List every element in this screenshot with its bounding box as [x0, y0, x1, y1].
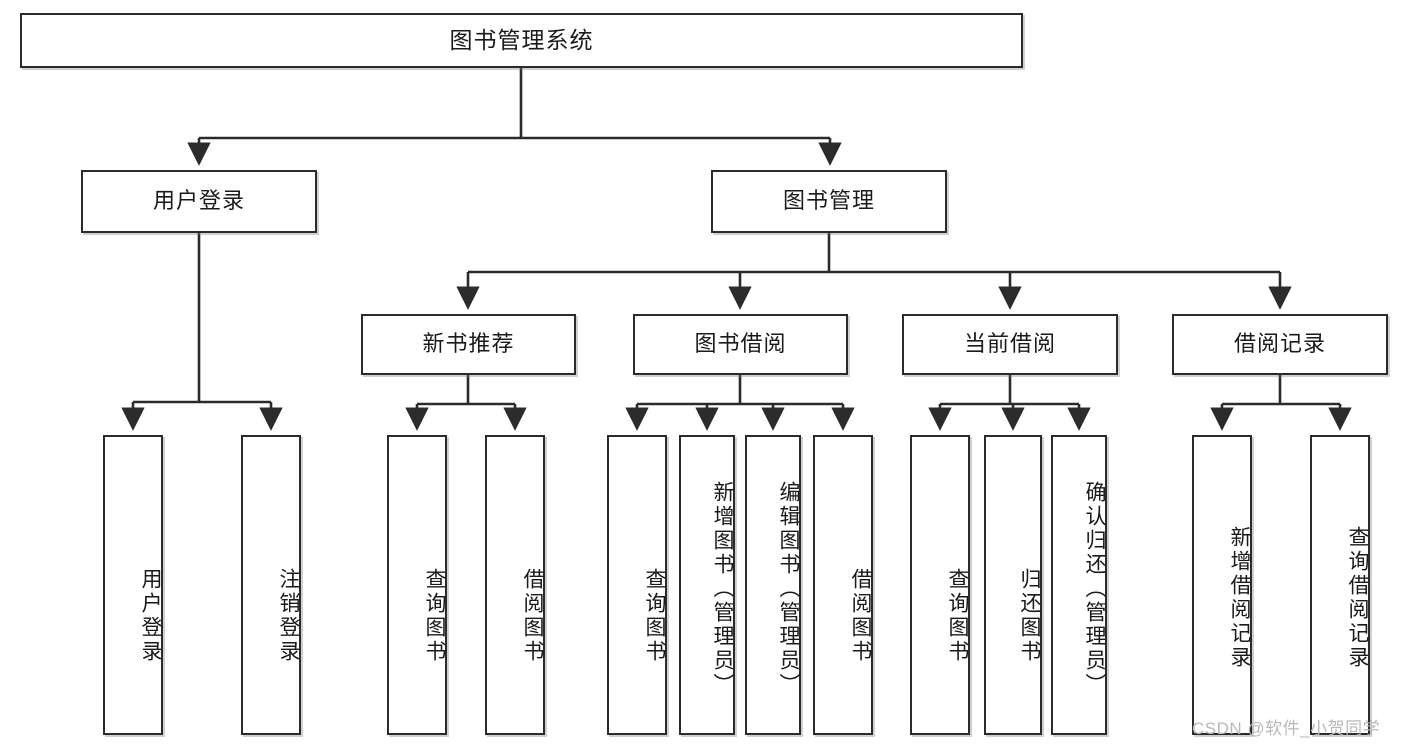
- node-leaf-edit-book[interactable]: 编辑图书（管理员）: [745, 435, 801, 735]
- node-label: 用户登录: [152, 188, 245, 214]
- node-book-borrow[interactable]: 图书借阅: [633, 314, 848, 375]
- node-root[interactable]: 图书管理系统: [20, 13, 1023, 68]
- node-leaf-borrow-book[interactable]: 借阅图书: [813, 435, 873, 735]
- node-leaf-add-record[interactable]: 新增借阅记录: [1192, 435, 1252, 735]
- node-label: 借阅图书: [849, 568, 872, 664]
- csdn-watermark: CSDN @软件_小贺同学: [1192, 719, 1381, 738]
- node-label: 新书推荐: [422, 331, 515, 357]
- node-label: 归还图书: [1018, 568, 1041, 664]
- node-current-borrow[interactable]: 当前借阅: [902, 314, 1118, 375]
- node-label: 新增借阅记录: [1228, 525, 1251, 670]
- node-new-book-rec[interactable]: 新书推荐: [361, 314, 576, 375]
- node-user-login[interactable]: 用户登录: [81, 170, 317, 233]
- node-label: 图书借阅: [694, 331, 787, 357]
- node-leaf-query-book-rec[interactable]: 查询图书: [387, 435, 447, 735]
- node-label: 查询图书: [643, 568, 666, 664]
- node-leaf-user-login[interactable]: 用户登录: [103, 435, 163, 735]
- node-label: 查询图书: [946, 568, 969, 664]
- node-label: 当前借阅: [963, 331, 1056, 357]
- node-label: 注销登录: [277, 568, 300, 664]
- node-label: 查询借阅记录: [1346, 525, 1369, 670]
- node-label: 新增图书（管理员）: [711, 481, 734, 697]
- node-leaf-return-book[interactable]: 归还图书: [984, 435, 1042, 735]
- node-book-manage[interactable]: 图书管理: [711, 170, 947, 233]
- node-label: 借阅图书: [521, 568, 544, 664]
- node-leaf-add-book[interactable]: 新增图书（管理员）: [679, 435, 735, 735]
- node-leaf-query-record[interactable]: 查询借阅记录: [1310, 435, 1370, 735]
- node-label: 用户登录: [139, 568, 162, 664]
- node-label: 确认归还（管理员）: [1083, 481, 1106, 697]
- node-label: 图书管理: [782, 188, 875, 214]
- node-leaf-query-book-borrow[interactable]: 查询图书: [607, 435, 667, 735]
- node-leaf-confirm-return[interactable]: 确认归还（管理员）: [1051, 435, 1107, 735]
- node-leaf-user-logout[interactable]: 注销登录: [241, 435, 301, 735]
- node-label: 图书管理系统: [449, 26, 594, 53]
- node-label: 借阅记录: [1233, 331, 1326, 357]
- node-leaf-query-book-cur[interactable]: 查询图书: [910, 435, 970, 735]
- node-leaf-borrow-book-rec[interactable]: 借阅图书: [485, 435, 545, 735]
- node-label: 查询图书: [423, 568, 446, 664]
- node-borrow-record[interactable]: 借阅记录: [1172, 314, 1388, 375]
- node-label: 编辑图书（管理员）: [777, 481, 800, 697]
